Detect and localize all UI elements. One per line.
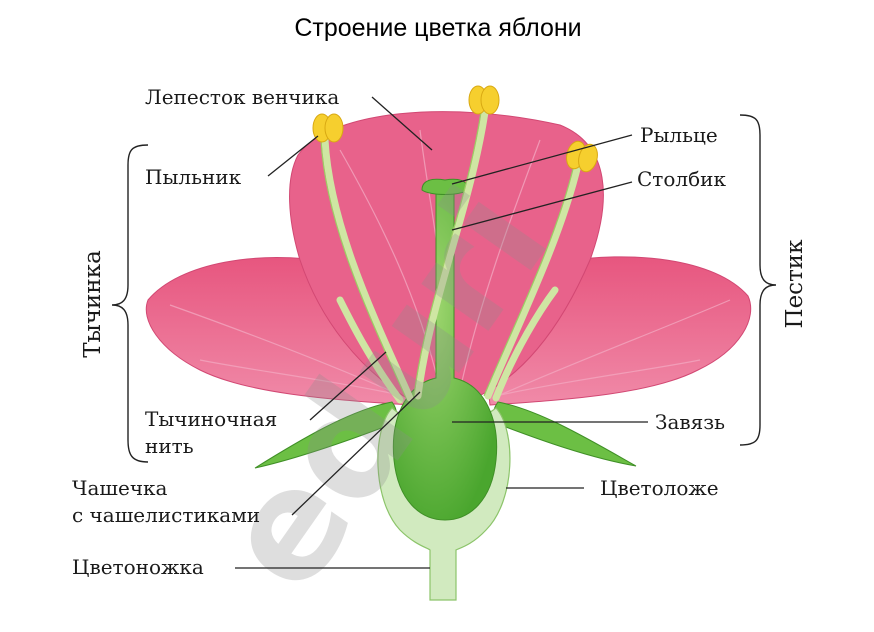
label-ovary: Завязь xyxy=(655,410,725,434)
stamen-brace xyxy=(111,144,149,463)
label-receptacle: Цветоложе xyxy=(600,476,719,500)
stamen-filament-edges xyxy=(320,111,575,399)
pistil xyxy=(392,189,498,521)
anthers xyxy=(312,85,598,173)
diagram-title: Строение цветка яблони xyxy=(294,14,581,42)
label-anther: Пыльник xyxy=(145,165,242,189)
label-petal: Лепесток венчика xyxy=(145,85,339,109)
label-filament-line2: нить xyxy=(145,434,194,458)
group-label-stamen: Тычинка xyxy=(80,250,106,358)
label-filament-line1: Тычиночная xyxy=(145,407,277,431)
label-calyx-line1: Чашечка xyxy=(72,476,168,500)
group-label-pistil: Пестик xyxy=(782,239,808,329)
label-pedicel: Цветоножка xyxy=(72,555,204,579)
label-calyx-line2: с чашелистиками xyxy=(72,503,260,527)
stamen-filaments xyxy=(321,108,582,404)
pistil-brace xyxy=(739,114,777,446)
label-stigma: Рыльце xyxy=(640,123,718,147)
petal-veins xyxy=(169,129,731,396)
right-sepal xyxy=(493,401,637,467)
label-style: Столбик xyxy=(637,167,726,191)
leader-lines xyxy=(235,96,648,569)
